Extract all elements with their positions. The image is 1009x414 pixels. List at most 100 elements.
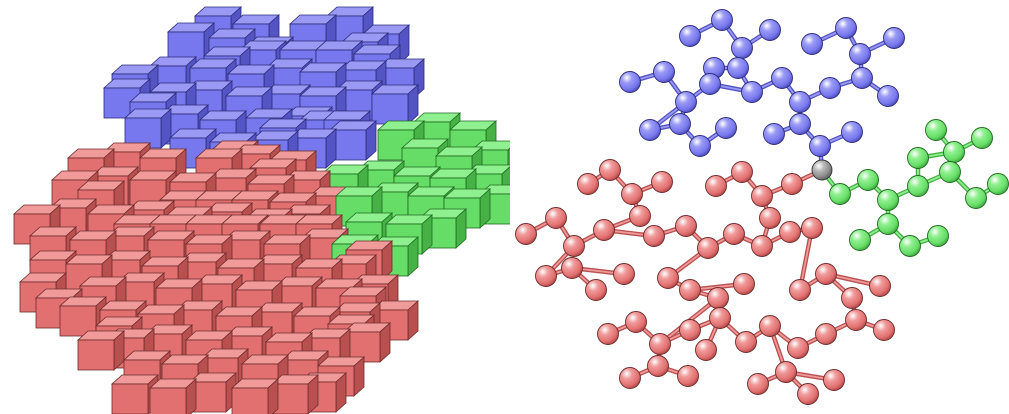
blue-atom — [727, 57, 749, 79]
red-atom — [561, 257, 583, 279]
blue-atom — [819, 77, 841, 99]
blue-atom — [619, 71, 641, 93]
red-atom — [675, 215, 697, 237]
green-atom — [925, 119, 947, 141]
red-atom — [815, 263, 837, 285]
cube-front-face — [231, 387, 269, 414]
green-atom — [829, 183, 851, 205]
blue-atom — [809, 135, 831, 157]
red-atom — [625, 311, 647, 333]
red-atom — [515, 223, 537, 245]
red-atom — [709, 307, 731, 329]
blue-atom — [711, 9, 733, 31]
cube-front-face — [149, 387, 187, 414]
red-atom — [545, 207, 567, 229]
red-atom — [651, 171, 673, 193]
atom-layer — [515, 9, 1009, 405]
red-atom — [643, 225, 665, 247]
red-atom — [599, 159, 621, 181]
blue-atom — [653, 61, 675, 83]
red-atom — [677, 365, 699, 387]
red-atom — [823, 369, 845, 391]
blue-atom — [835, 17, 857, 39]
green-atom — [907, 147, 929, 169]
red-atom — [697, 237, 719, 259]
red-atom — [759, 315, 781, 337]
cube-assembly-panel — [12, 6, 510, 414]
red-atom — [787, 337, 809, 359]
red-atom — [731, 161, 753, 183]
green-atom — [899, 235, 921, 257]
red-atom — [869, 275, 891, 297]
cube-front-face — [77, 339, 115, 371]
red-atom — [593, 219, 615, 241]
red-atom — [779, 221, 801, 243]
blue-atom — [849, 43, 871, 65]
green-atom — [965, 187, 987, 209]
blue-atom — [669, 113, 691, 135]
red-atom — [733, 273, 755, 295]
red-atom — [535, 265, 557, 287]
red-atom — [723, 223, 745, 245]
red-atom — [781, 173, 803, 195]
green-atom — [987, 173, 1009, 195]
green-atom — [927, 225, 949, 247]
red-atom — [873, 319, 895, 341]
blue-atom — [759, 19, 781, 41]
red-atom — [747, 373, 769, 395]
gray-junction-atom — [811, 159, 833, 181]
red-atom — [647, 355, 669, 377]
red-atom — [775, 361, 797, 383]
red-atom — [563, 235, 585, 257]
green-atom — [971, 127, 993, 149]
red-atom — [735, 331, 757, 353]
red-atom — [797, 383, 819, 405]
cube-front-face — [371, 93, 409, 125]
blue-atom — [877, 85, 899, 107]
blue-atom — [883, 27, 905, 49]
green-atom — [877, 213, 899, 235]
red-atom — [707, 287, 729, 309]
red-atom — [751, 185, 773, 207]
red-cube — [230, 378, 280, 414]
red-atom — [679, 279, 701, 301]
blue-atom — [675, 91, 697, 113]
blue-cube — [123, 108, 173, 149]
blue-atom — [679, 25, 701, 47]
blue-atom — [731, 37, 753, 59]
blue-atom — [771, 67, 793, 89]
cube-front-face — [111, 383, 149, 414]
blue-cube — [370, 84, 420, 125]
red-atom — [613, 263, 635, 285]
blue-atom — [801, 33, 823, 55]
red-atom — [577, 173, 599, 195]
red-atom — [759, 207, 781, 229]
red-cube — [148, 378, 198, 414]
red-atom — [629, 205, 651, 227]
green-atom — [877, 189, 899, 211]
blue-atom — [763, 123, 785, 145]
red-atom — [621, 183, 643, 205]
red-atom — [705, 175, 727, 197]
blue-atom — [789, 91, 811, 113]
red-atom — [679, 319, 701, 341]
blue-atom — [789, 113, 811, 135]
red-atom — [789, 279, 811, 301]
red-atom — [751, 235, 773, 257]
blue-atom — [741, 81, 763, 103]
red-atom — [801, 217, 823, 239]
green-atom — [907, 175, 929, 197]
red-atom — [845, 309, 867, 331]
red-atom — [649, 333, 671, 355]
blue-atom — [699, 73, 721, 95]
red-atom — [841, 287, 863, 309]
red-atom — [657, 267, 679, 289]
red-atom — [597, 323, 619, 345]
green-atom — [939, 161, 961, 183]
blue-atom — [851, 67, 873, 89]
bond-layer — [523, 17, 1001, 397]
green-atom — [857, 169, 879, 191]
green-atom — [849, 229, 871, 251]
